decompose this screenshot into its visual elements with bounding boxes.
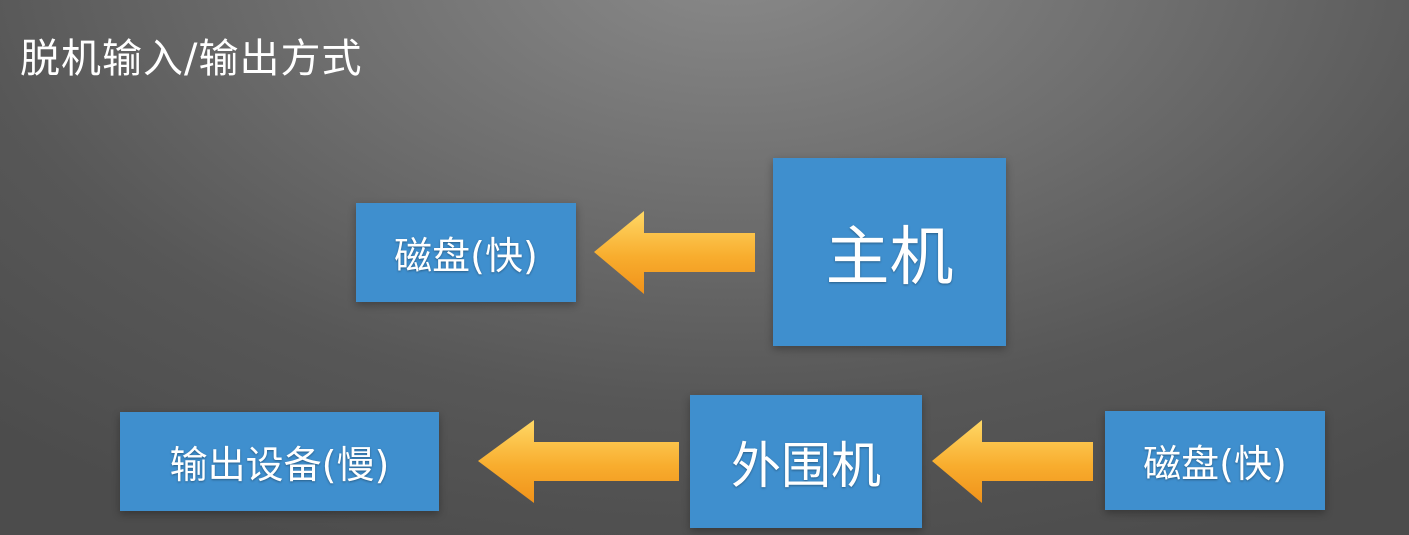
disk-fast-label-top: 磁盘(快) xyxy=(394,234,538,278)
disk-fast-box-top: 磁盘(快) xyxy=(356,203,576,302)
peripheral-machine-box: 外围机 xyxy=(690,395,922,528)
slide-title: 脱机输入/输出方式 xyxy=(20,36,363,82)
disk-fast-label-right: 磁盘(快) xyxy=(1143,442,1287,486)
host-label: 主机 xyxy=(825,221,954,295)
host-box: 主机 xyxy=(773,158,1006,346)
arrow-disk-to-peripheral xyxy=(932,420,1093,503)
output-device-label: 输出设备(慢) xyxy=(169,443,390,487)
peripheral-machine-label: 外围机 xyxy=(731,436,881,495)
disk-fast-box-right: 磁盘(快) xyxy=(1105,411,1325,510)
arrow-host-to-disk xyxy=(594,211,755,294)
output-device-box: 输出设备(慢) xyxy=(120,412,439,511)
arrow-peripheral-to-output xyxy=(478,420,679,503)
